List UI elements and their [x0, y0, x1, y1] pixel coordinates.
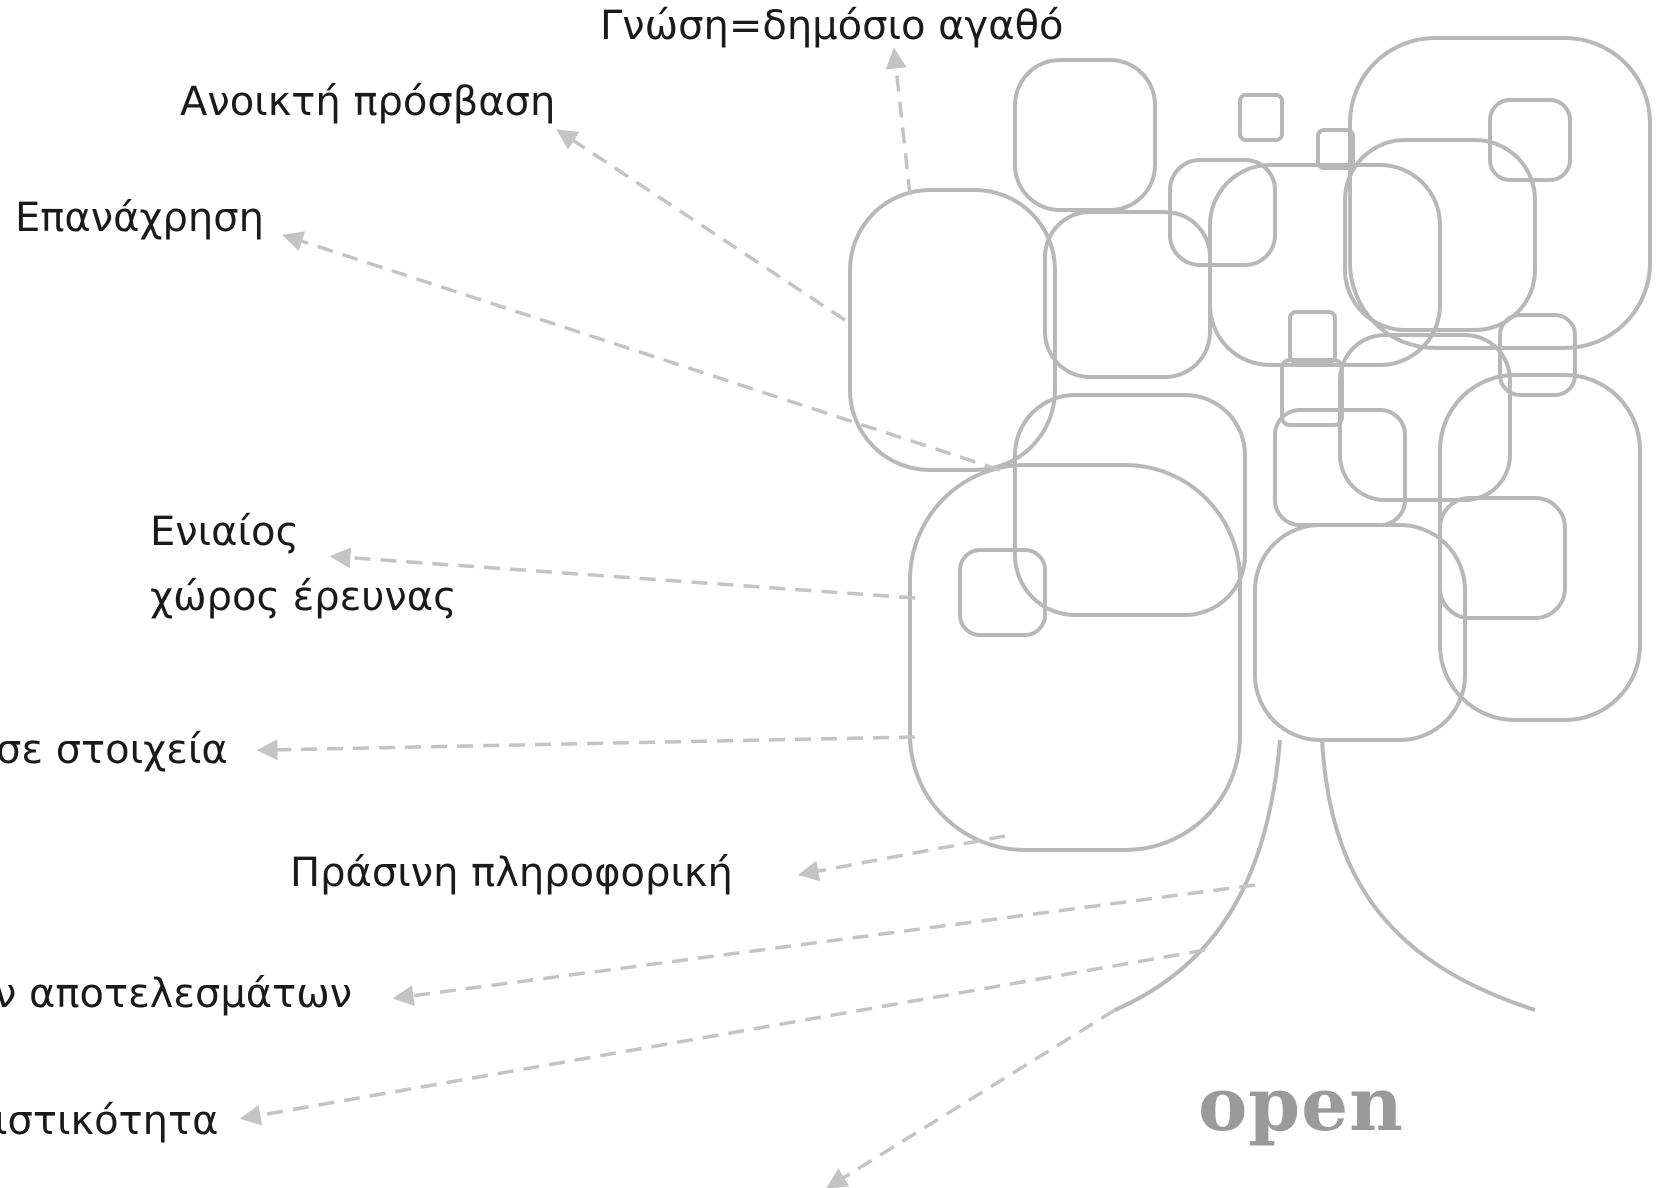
tree-blob: [1253, 523, 1467, 742]
tree-blob: [1280, 358, 1344, 427]
tree-blob: [1013, 58, 1157, 212]
arrow-results: [392, 883, 1256, 1007]
open-logo: open: [1198, 1062, 1404, 1148]
tree-blob: [1438, 496, 1567, 620]
arrow-public-good: [885, 47, 912, 196]
tree-blob: [908, 463, 1242, 852]
arrow-green-it: [797, 834, 1006, 882]
arrow-bottom: [826, 1008, 1116, 1188]
tree-blob: [1488, 98, 1572, 182]
tree-blob: [848, 188, 1057, 472]
tree-blob: [958, 548, 1047, 637]
arrow-reuse: [282, 231, 1001, 472]
leader-lines: [239, 47, 1256, 1188]
label-public-good: Γνώση=δημόσιο αγαθό: [600, 3, 1064, 49]
tree-blob: [1498, 313, 1577, 397]
tree-blob: [1316, 128, 1355, 170]
tree-blob: [1338, 333, 1512, 502]
arrow-innovation: [239, 948, 1206, 1126]
tree-trunk: [1114, 739, 1282, 1012]
arrow-era: [329, 547, 916, 600]
tree-blob: [1238, 93, 1284, 142]
tree-blob: [1043, 210, 1212, 379]
tree-blob: [1438, 373, 1642, 722]
label-results: ν αποτελεσμάτων: [0, 971, 353, 1017]
tree-blob: [1288, 310, 1337, 364]
tree-blob: [1343, 138, 1537, 332]
arrow-data: [256, 735, 916, 761]
label-era-line1: Ενιαίος: [150, 509, 300, 555]
tree-blob: [1168, 158, 1277, 267]
label-data: σε στοιχεία: [0, 727, 228, 773]
arrow-open-access: [556, 129, 846, 322]
tree-icon: [848, 36, 1652, 1012]
tree-blob: [1348, 36, 1652, 350]
label-open-access: Ανοικτή πρόσβαση: [180, 79, 556, 125]
label-reuse: Επανάχρηση: [15, 195, 264, 241]
label-green-it: Πράσινη πληροφορική: [290, 850, 733, 896]
label-era-line2: χώρος έρευνας: [150, 574, 457, 620]
label-innovation: ιστικότητα: [0, 1098, 219, 1144]
tree-blob: [1013, 393, 1247, 617]
tree-trunk: [1320, 739, 1536, 1012]
